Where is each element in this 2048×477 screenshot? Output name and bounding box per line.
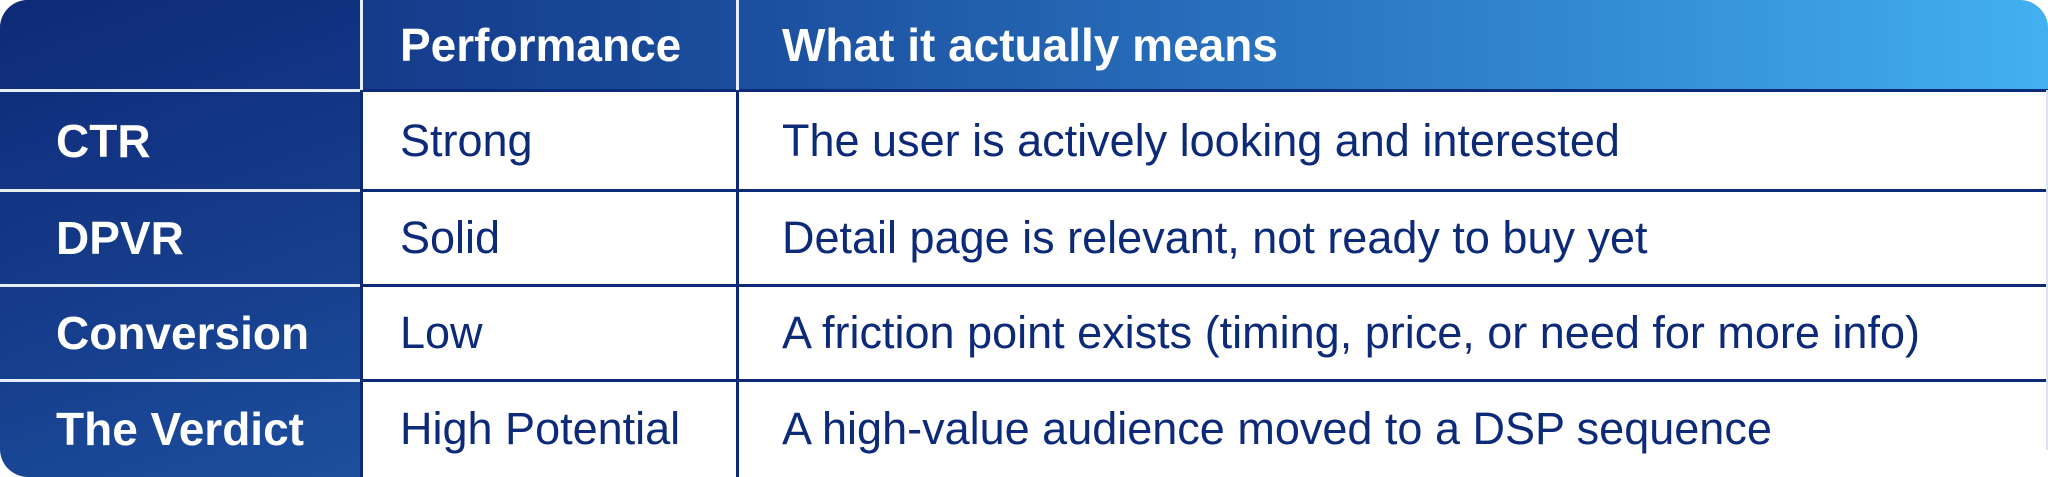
divider [361,379,2048,382]
meaning-cell: The user is actively looking and interes… [782,114,1620,166]
header-corner-cell [0,0,361,90]
header-meaning: What it actually means [782,19,1278,71]
divider [0,189,361,192]
table-right-border [2046,90,2048,450]
performance-cell: Strong [400,114,533,166]
row-label-column-background [0,0,361,477]
performance-cell: Solid [400,211,501,263]
row-label-dpvr: DPVR [56,211,184,264]
divider [361,189,2048,192]
divider [0,284,361,287]
meaning-cell: A high-value audience moved to a DSP seq… [782,403,1772,454]
divider [360,90,363,477]
divider [0,89,361,92]
divider [736,0,739,90]
divider [361,89,2048,92]
performance-cell: Low [400,306,483,358]
row-label-ctr: CTR [56,114,151,167]
divider [0,379,361,382]
divider [360,0,363,90]
header-performance: Performance [400,19,682,71]
divider [361,284,2048,287]
divider [736,90,739,477]
row-label-conversion: Conversion [56,306,310,359]
meaning-cell: Detail page is relevant, not ready to bu… [782,211,1648,263]
performance-cell: High Potential [400,403,681,454]
row-label-verdict: The Verdict [56,403,304,455]
meaning-cell: A friction point exists (timing, price, … [782,306,1920,358]
